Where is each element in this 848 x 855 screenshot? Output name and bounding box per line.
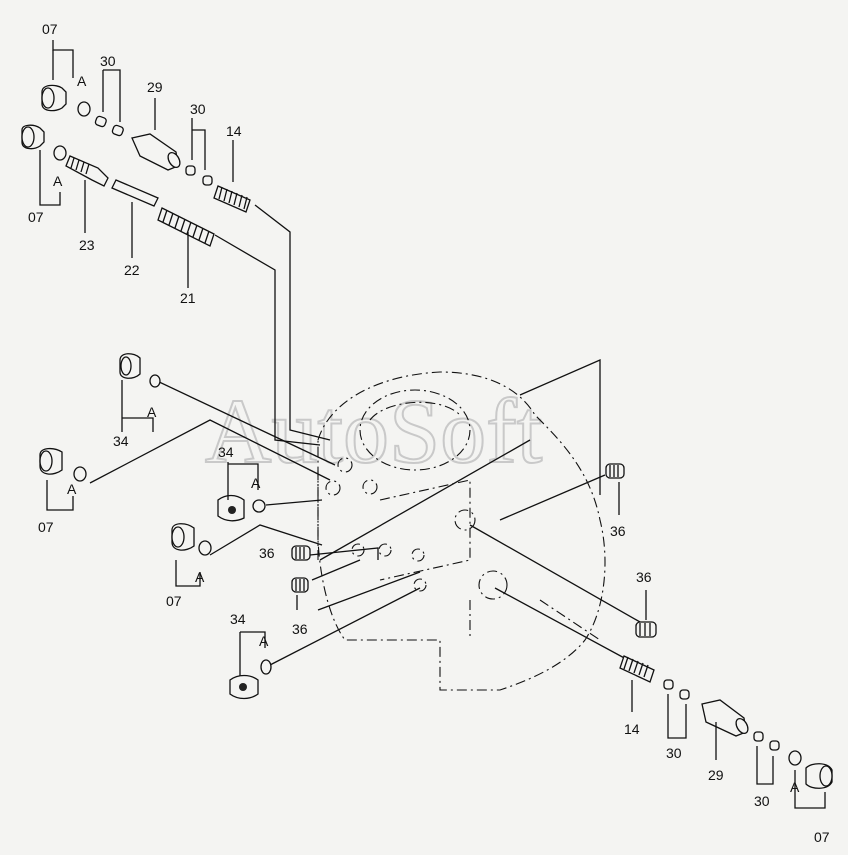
- label-34-a: 34: [113, 433, 129, 449]
- label-36-c: 36: [610, 523, 626, 539]
- plug-07-top: [41, 84, 67, 112]
- label-21: 21: [180, 290, 196, 306]
- plug-34-a: [119, 353, 141, 379]
- label-30-third: 30: [666, 745, 682, 761]
- label-30-bottom: 30: [754, 793, 770, 809]
- plug-07-left: [21, 124, 45, 150]
- spool-23: [65, 155, 109, 187]
- spool-29-bottom: [701, 699, 749, 737]
- label-34-b: 34: [218, 444, 234, 460]
- label-14-top: 14: [226, 123, 242, 139]
- pin-22: [111, 179, 159, 207]
- label-30-second: 30: [190, 101, 206, 117]
- label-30-top: 30: [100, 53, 116, 69]
- label-a-34c: A: [259, 633, 269, 649]
- plug-34-b: [217, 494, 245, 522]
- oring-a-top: [77, 101, 91, 117]
- label-a-34a: A: [147, 404, 157, 420]
- label-07-lower: 07: [166, 593, 182, 609]
- valve-housing: [317, 371, 606, 691]
- label-14-bottom: 14: [624, 721, 640, 737]
- watermark: AutoSoft: [205, 380, 543, 482]
- oring-a-34b: [252, 499, 266, 513]
- label-07-left: 07: [28, 209, 44, 225]
- label-36-a: 36: [259, 545, 275, 561]
- label-07-mid: 07: [38, 519, 54, 535]
- washer-30-d: [753, 731, 780, 751]
- label-22: 22: [124, 262, 140, 278]
- washer-30-a: [94, 115, 124, 137]
- label-29-top: 29: [147, 79, 163, 95]
- label-a-07lower: A: [195, 569, 205, 585]
- leader-lines: [89, 204, 641, 666]
- label-a-bottom: A: [790, 779, 800, 795]
- label-07-bottom: 07: [814, 829, 830, 845]
- oring-a-bottom: [788, 750, 802, 766]
- label-29-bottom: 29: [708, 767, 724, 783]
- callout-brackets: [39, 40, 826, 809]
- oring-a-34c: [260, 659, 272, 675]
- oring-a-07lower: [198, 540, 212, 556]
- label-23: 23: [79, 237, 95, 253]
- label-a-left: A: [53, 173, 63, 189]
- oring-a-07mid: [73, 466, 87, 482]
- label-36-b: 36: [292, 621, 308, 637]
- callout-labels: 07 A 30 29 30 14 A 07 23 22 21 A 34 34 A…: [28, 21, 830, 845]
- spring-14-bottom: [619, 655, 655, 683]
- oring-a-34a: [149, 374, 161, 388]
- spring-21: [157, 207, 215, 247]
- label-a-07mid: A: [67, 481, 77, 497]
- oring-a-left: [53, 145, 67, 161]
- plug-36-c: [605, 463, 625, 479]
- plug-07-mid: [39, 447, 63, 475]
- plug-36-b: [291, 577, 309, 593]
- plug-07-lower: [171, 523, 195, 551]
- washer-30-c: [663, 679, 690, 700]
- label-a-top: A: [77, 73, 87, 89]
- plug-36-a: [291, 545, 311, 561]
- plug-36-d: [635, 621, 657, 638]
- plug-34-c: [229, 674, 259, 700]
- spring-14-top: [213, 185, 251, 213]
- spool-29-top: [131, 133, 181, 171]
- washer-30-b: [185, 165, 213, 186]
- plug-07-bottom: [805, 763, 833, 789]
- label-36-d: 36: [636, 569, 652, 585]
- label-a-34b: A: [251, 475, 261, 491]
- label-07-top: 07: [42, 21, 58, 37]
- label-34-c: 34: [230, 611, 246, 627]
